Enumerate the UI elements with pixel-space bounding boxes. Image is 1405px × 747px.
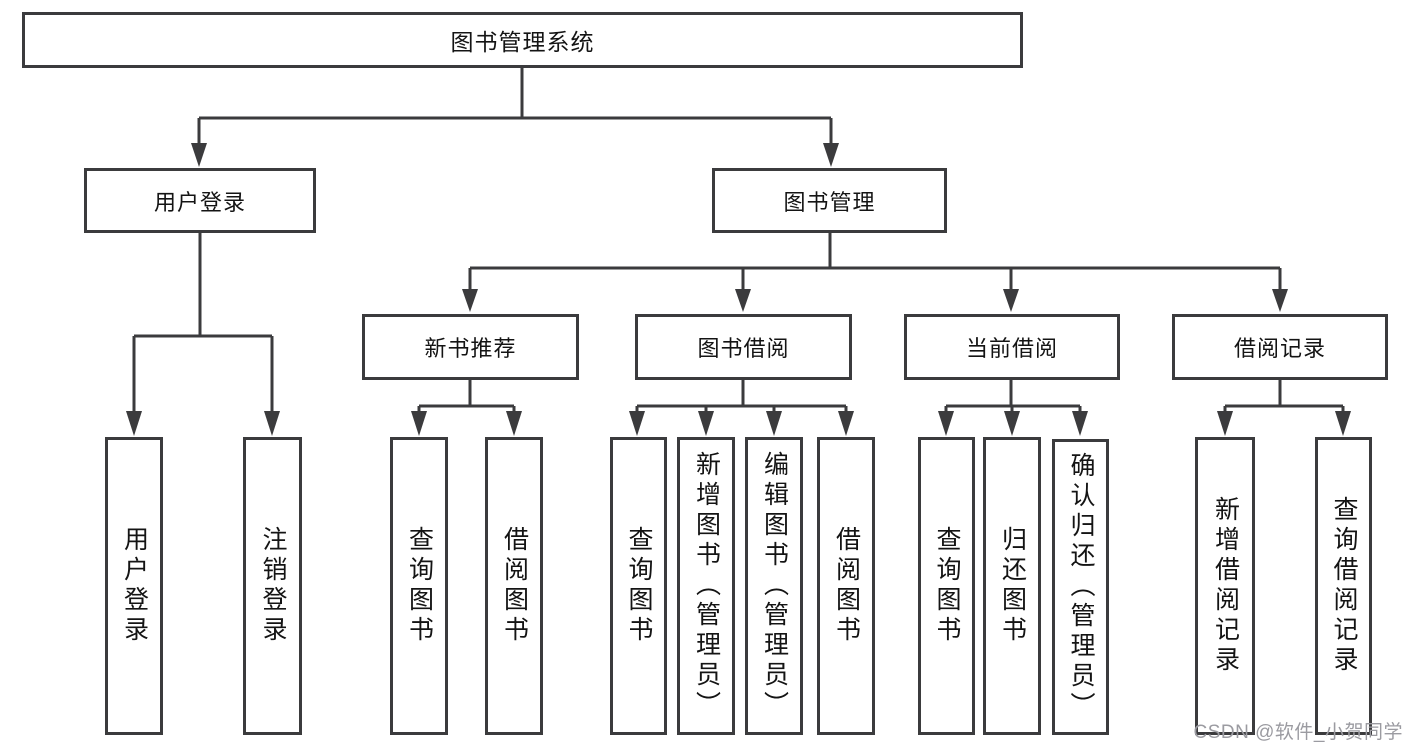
node-book-management: 图书管理 — [712, 168, 947, 233]
node-leaf-records-query-record: 查询借阅记录 — [1315, 437, 1372, 735]
node-borrow-records: 借阅记录 — [1172, 314, 1388, 380]
node-leaf-current-query-books: 查询图书 — [918, 437, 975, 735]
node-root-system: 图书管理系统 — [22, 12, 1023, 68]
node-label: 新增图书（管理员） — [692, 451, 721, 721]
node-label: 查询图书 — [405, 526, 434, 646]
node-current-borrowing: 当前借阅 — [904, 314, 1120, 380]
node-label: 图书借阅 — [697, 336, 790, 361]
node-leaf-logout: 注销登录 — [243, 437, 302, 735]
node-leaf-records-add-record: 新增借阅记录 — [1195, 437, 1255, 735]
node-label: 当前借阅 — [965, 336, 1058, 361]
node-label: 查询图书 — [625, 526, 653, 646]
node-label: 图书管理 — [783, 189, 876, 215]
node-label: 借阅记录 — [1233, 336, 1326, 361]
node-label: 查询借阅记录 — [1330, 496, 1358, 676]
node-leaf-recommend-query-books: 查询图书 — [390, 437, 448, 735]
node-label: 确认归还（管理员） — [1067, 452, 1095, 722]
node-label: 用户登录 — [120, 526, 149, 646]
node-label: 借阅图书 — [832, 526, 861, 646]
node-label: 新增借阅记录 — [1211, 496, 1240, 676]
node-label: 编辑图书（管理员） — [760, 451, 789, 721]
node-leaf-borrowing-edit-books-admin: 编辑图书（管理员） — [745, 437, 803, 735]
node-leaf-borrowing-query-books: 查询图书 — [610, 437, 667, 735]
node-label: 查询图书 — [933, 526, 961, 646]
node-label: 新书推荐 — [424, 336, 517, 361]
node-user-login: 用户登录 — [84, 168, 316, 233]
node-leaf-current-return-books: 归还图书 — [983, 437, 1041, 735]
node-label: 借阅图书 — [500, 526, 529, 646]
node-leaf-borrowing-borrow-books: 借阅图书 — [817, 437, 875, 735]
node-leaf-user-login: 用户登录 — [105, 437, 163, 735]
node-leaf-current-confirm-return-admin: 确认归还（管理员） — [1052, 439, 1109, 735]
node-new-book-recommend: 新书推荐 — [362, 314, 579, 380]
watermark-text: CSDN @软件_小贺同学 — [1193, 722, 1403, 743]
node-label: 用户登录 — [153, 189, 246, 215]
node-book-borrowing: 图书借阅 — [635, 314, 852, 380]
node-label: 注销登录 — [259, 526, 287, 646]
node-leaf-recommend-borrow-books: 借阅图书 — [485, 437, 543, 735]
node-leaf-borrowing-add-books-admin: 新增图书（管理员） — [677, 437, 735, 735]
arrowheads — [126, 143, 1351, 436]
node-label: 归还图书 — [998, 526, 1027, 646]
node-label: 图书管理系统 — [450, 29, 595, 55]
